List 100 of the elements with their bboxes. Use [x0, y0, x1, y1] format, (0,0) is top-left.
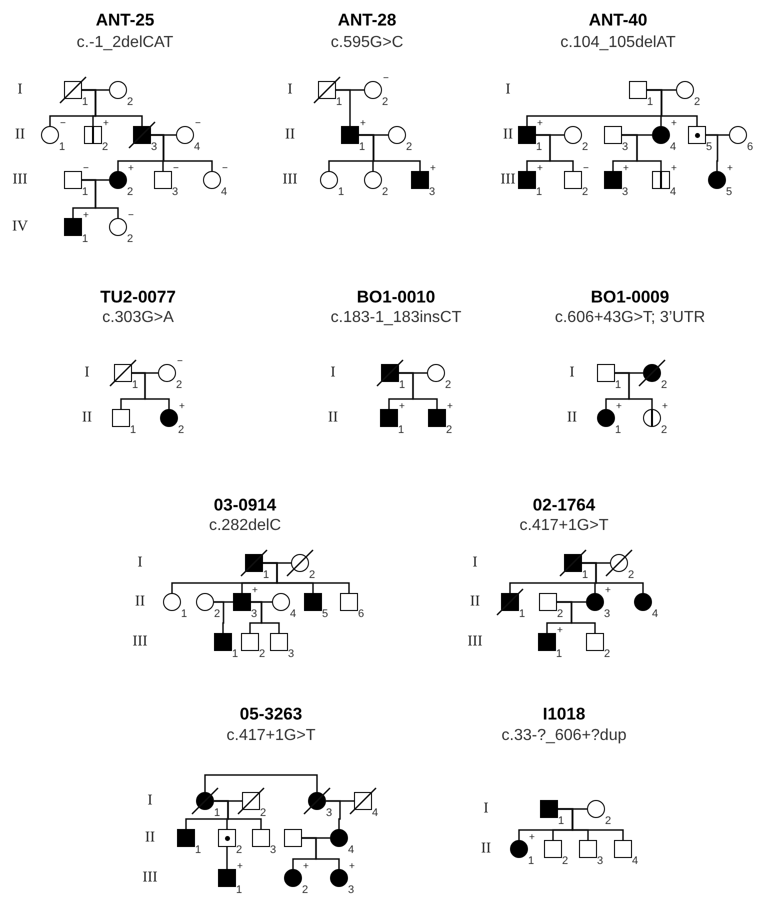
generation-numeral: I	[18, 82, 22, 98]
generation-numeral: II	[82, 410, 92, 426]
individual-number: 2	[309, 570, 316, 581]
square-symbol	[614, 840, 632, 858]
generation-numeral: I	[148, 794, 152, 808]
descent-line	[582, 562, 644, 593]
individual-number: 1	[132, 380, 138, 391]
individual-number: 2	[259, 649, 266, 660]
generation-numeral: II	[15, 128, 25, 142]
individual-number: 4	[652, 609, 658, 620]
generation-numeral: II	[285, 128, 295, 142]
descent-line	[132, 372, 170, 409]
carrier-status-sign: +	[557, 626, 563, 636]
individual-number: 2	[694, 97, 700, 108]
square-symbol	[233, 593, 251, 611]
individual-number: 4	[290, 609, 296, 620]
descent-line	[615, 372, 653, 409]
generation-numeral: I	[506, 82, 510, 98]
individual-number: 2	[127, 97, 134, 108]
descent-line	[251, 601, 280, 633]
descent-line	[647, 89, 698, 126]
generation-numeral: II	[470, 594, 480, 610]
square-symbol	[154, 171, 172, 189]
carrier-status-sign: +	[430, 164, 436, 174]
generation-numeral: I	[484, 802, 488, 816]
individual-number: 1	[615, 380, 622, 391]
carrier-status-sign: +	[349, 862, 355, 872]
individual-number: 6	[358, 609, 364, 620]
individual-number: 2	[382, 187, 388, 198]
descent-line	[557, 601, 596, 633]
individual-number: 1	[398, 425, 404, 436]
individual-number: 2	[661, 380, 668, 391]
individual-number: 2	[214, 609, 220, 620]
individual-number: 2	[446, 425, 452, 436]
individual-number: 1	[195, 845, 202, 856]
square-symbol	[538, 633, 556, 651]
individual-number: 1	[556, 649, 562, 660]
carrier-status-sign: +	[103, 119, 109, 129]
family-id: ANT-40	[588, 12, 648, 28]
carrier-status-sign: −	[128, 211, 134, 221]
descent-line	[706, 134, 718, 171]
generation-numeral: III	[500, 172, 516, 188]
descent-line	[214, 601, 224, 633]
individual-number: 4	[348, 845, 354, 856]
individual-number: 2	[562, 856, 568, 867]
descent-line	[151, 134, 213, 171]
mutation-label: c.33-?_606+?dup	[502, 728, 626, 744]
carrier-status-sign: +	[237, 862, 243, 872]
square-symbol	[177, 829, 195, 847]
individual-number: 2	[176, 380, 182, 391]
carrier-status-sign: +	[537, 119, 543, 129]
individual-number: 1	[236, 885, 242, 896]
descent-line	[622, 134, 662, 171]
carrier-status-sign: +	[605, 586, 611, 596]
carrier-status-sign: +	[83, 211, 89, 221]
square-symbol	[539, 593, 557, 611]
individual-number: 1	[536, 142, 542, 153]
family-id: ANT-25	[96, 12, 154, 28]
generation-numeral: III	[282, 172, 298, 188]
carrier-status-sign: +	[671, 164, 677, 174]
individual-number: 3	[597, 856, 604, 867]
square-symbol	[340, 593, 358, 611]
generation-numeral: III	[142, 870, 158, 886]
individual-number: 2	[605, 816, 612, 827]
carrier-status-sign: +	[529, 833, 535, 843]
square-symbol	[540, 800, 558, 818]
individual-number: 2	[127, 234, 134, 245]
generation-numeral: I	[570, 366, 574, 380]
generation-numeral: III	[132, 634, 148, 650]
square-symbol	[518, 126, 536, 144]
individual-number: 2	[557, 609, 564, 620]
carrier-status-sign: +	[399, 402, 405, 412]
individual-number: 2	[604, 649, 610, 660]
individual-number: 2	[582, 142, 588, 153]
individual-number: 1	[558, 816, 564, 827]
square-symbol	[241, 633, 259, 651]
family-id: BO1-0010	[356, 288, 436, 306]
carrier-status-sign: +	[303, 862, 309, 872]
carrier-status-sign: −	[195, 119, 201, 129]
descent-line	[226, 847, 228, 869]
descent-line	[82, 179, 119, 218]
descent-line	[399, 372, 438, 409]
individual-number: 3	[622, 142, 628, 153]
descent-line	[214, 800, 262, 829]
square-symbol	[218, 829, 236, 847]
carrier-status-sign: −	[222, 164, 228, 174]
descent-line	[82, 89, 143, 126]
family-id: 05-3263	[240, 706, 302, 722]
individual-number: 3	[348, 885, 354, 896]
individual-number: 2	[445, 380, 452, 391]
individual-number: 2	[382, 97, 388, 108]
individual-number: 1	[82, 234, 88, 245]
individual-number: 1	[82, 97, 88, 108]
carrier-status-sign: −	[83, 164, 89, 174]
individual-number: 3	[251, 609, 258, 620]
square-symbol	[112, 409, 130, 427]
generation-numeral: II	[328, 410, 338, 426]
descent-line	[359, 134, 421, 171]
mutation-label: c.104_105delAT	[560, 35, 676, 51]
square-symbol	[586, 633, 604, 651]
